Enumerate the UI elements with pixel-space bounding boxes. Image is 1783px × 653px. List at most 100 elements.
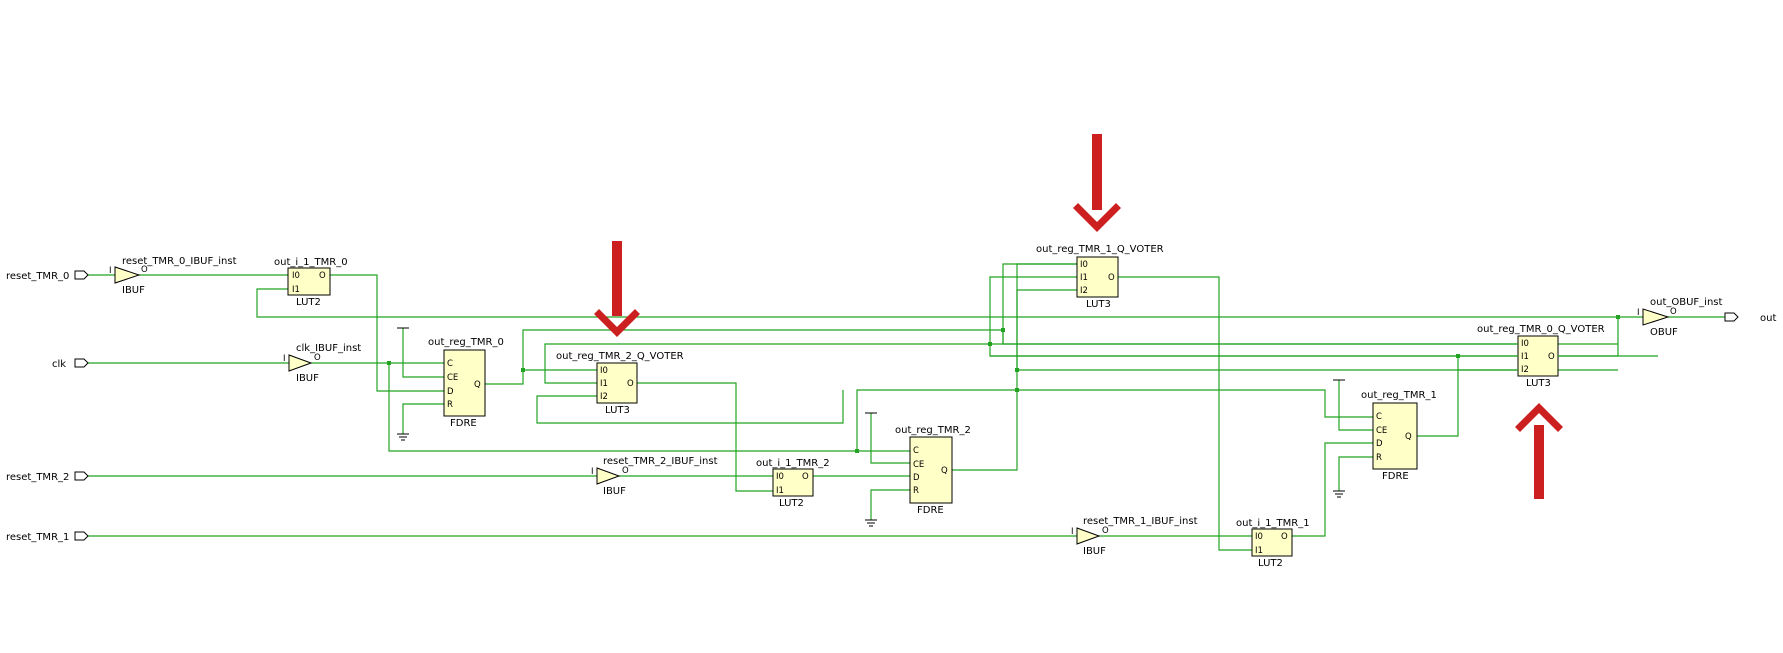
net-ff2-q[interactable] [952, 263, 1077, 471]
pin-label: I0 [1080, 260, 1088, 270]
net-voter0-o[interactable] [1617, 316, 1658, 357]
lut-body[interactable] [772, 468, 814, 497]
lut-out-i-1-tmr-1[interactable]: out_i_1_TMR_1 LUT2 I0 I1 O [1236, 518, 1310, 569]
net-voter1-o[interactable] [1118, 276, 1252, 551]
net-ff0-q[interactable] [485, 369, 597, 385]
pin-label: O [314, 353, 321, 363]
buffer-triangle-icon[interactable] [114, 266, 141, 284]
cell-type: LUT2 [1258, 558, 1283, 569]
net-voter2-i1[interactable] [544, 343, 1003, 384]
arrow-down-icon [1073, 203, 1121, 232]
junction-dot [1616, 315, 1620, 319]
junction-dot [1001, 328, 1005, 332]
pin-label: CE [1376, 426, 1387, 436]
gnd-tie-ff2 [865, 519, 877, 527]
input-port-icon[interactable] [74, 270, 89, 280]
pin-label: R [447, 400, 453, 410]
pin-label: O [622, 466, 629, 476]
net-voter1-i2[interactable] [1016, 289, 1077, 370]
output-port-icon[interactable] [1724, 312, 1739, 322]
lut-out-i-1-tmr-2[interactable]: out_i_1_TMR_2 LUT2 I0 I1 O [756, 458, 830, 509]
pin-label: O [1670, 307, 1677, 317]
arrow-shaft [612, 241, 622, 316]
buffer-clk-ibuf[interactable]: clk_IBUF_inst IBUF I O [283, 343, 361, 384]
net-clk-to-ff1[interactable] [856, 389, 1373, 451]
pin-label: O [1281, 532, 1288, 542]
net-ff1-r[interactable] [1338, 456, 1373, 491]
net-voter2-i2[interactable] [536, 390, 844, 424]
pin-label: I0 [292, 271, 300, 281]
input-port-icon[interactable] [74, 471, 89, 481]
buffer-reset-tmr-1-ibuf[interactable]: reset_TMR_1_IBUF_inst IBUF I O [1071, 516, 1198, 557]
cell-name: out_reg_TMR_1 [1361, 390, 1437, 401]
buffer-reset-tmr-0-ibuf[interactable]: reset_TMR_0_IBUF_inst IBUF I O [109, 256, 237, 296]
pin-label: O [627, 379, 634, 389]
buffer-triangle-icon[interactable] [288, 354, 313, 372]
pin-label: I1 [1255, 546, 1263, 556]
flop-body[interactable] [443, 349, 486, 417]
pin-label: I1 [776, 486, 784, 496]
junction-dot [1015, 368, 1019, 372]
lut-body[interactable] [1076, 256, 1119, 298]
input-port-icon[interactable] [74, 531, 89, 541]
port-reset-tmr-2[interactable]: reset_TMR_2 [6, 471, 89, 483]
lut-voter-tmr-1[interactable]: out_reg_TMR_1_Q_VOTER LUT3 I0 I1 I2 O [1036, 244, 1164, 310]
arrow-up-icon [1515, 403, 1563, 432]
flop-out-reg-tmr-2[interactable]: out_reg_TMR_2 FDRE C CE D R Q [895, 425, 971, 516]
net-ff2-r[interactable] [870, 489, 910, 520]
lut-body[interactable] [1517, 335, 1559, 377]
net-voter1-i0[interactable] [1002, 263, 1077, 344]
cell-type: LUT2 [296, 297, 321, 308]
lut-body[interactable] [287, 267, 331, 296]
net-out-i-1-tmr-1[interactable] [1292, 442, 1373, 537]
pin-label: I [1637, 308, 1640, 318]
lut-out-i-1-tmr-0[interactable]: out_i_1_TMR_0 LUT2 I0 I1 O [274, 257, 348, 308]
cell-type: IBUF [603, 486, 626, 497]
port-reset-tmr-1[interactable]: reset_TMR_1 [6, 531, 89, 543]
pin-label: O [319, 271, 326, 281]
cell-type: LUT3 [1086, 299, 1111, 310]
net-ff1-ce[interactable] [1338, 380, 1373, 431]
buffer-reset-tmr-2-ibuf[interactable]: reset_TMR_2_IBUF_inst IBUF I O [591, 456, 718, 497]
net-ff0-r[interactable] [402, 403, 444, 434]
net-ff0-q-bus[interactable] [522, 329, 1618, 370]
cell-name: out_OBUF_inst [1650, 297, 1723, 308]
constant-ties [397, 327, 1345, 527]
pin-label: I [591, 467, 594, 477]
pin-label: I [1071, 527, 1074, 537]
cell-type: OBUF [1650, 327, 1678, 338]
buffer-triangle-icon[interactable] [596, 467, 621, 485]
cell-name: out_i_1_TMR_1 [1236, 518, 1310, 529]
junction-dot [1015, 388, 1019, 392]
input-port-icon[interactable] [74, 358, 89, 368]
net-ff2-ce[interactable] [870, 413, 910, 464]
port-reset-tmr-0[interactable]: reset_TMR_0 [6, 270, 89, 282]
flop-out-reg-tmr-1[interactable]: out_reg_TMR_1 FDRE C CE D R Q [1361, 390, 1437, 482]
port-label: reset_TMR_1 [6, 532, 69, 543]
flop-out-reg-tmr-0[interactable]: out_reg_TMR_0 FDRE C CE D R Q [428, 337, 504, 429]
lut-body[interactable] [596, 362, 638, 404]
cell-type: LUT3 [1526, 378, 1551, 389]
net-ff0-ce[interactable] [402, 328, 444, 378]
flop-body[interactable] [1372, 402, 1418, 470]
annotation-arrow-voter-tmr-2 [594, 241, 640, 337]
net-ff1-q[interactable] [1417, 356, 1459, 437]
pin-label: I0 [776, 472, 784, 482]
lut-voter-tmr-2[interactable]: out_reg_TMR_2_Q_VOTER LUT3 I0 I1 I2 O [556, 351, 684, 416]
net-lut-tmr-0-i1[interactable] [256, 288, 1618, 318]
lut-voter-tmr-0[interactable]: out_reg_TMR_0_Q_VOTER LUT3 I0 I1 I2 O [1477, 324, 1605, 389]
buffer-out-obuf[interactable]: out_OBUF_inst OBUF I O [1637, 297, 1723, 338]
cell-name: out_reg_TMR_0 [428, 337, 504, 348]
port-clk[interactable]: clk [52, 358, 89, 370]
pin-label: C [913, 446, 919, 456]
pin-label: Q [474, 380, 481, 390]
flop-body[interactable] [909, 436, 953, 504]
port-out[interactable]: out [1724, 312, 1776, 324]
net-voter2-o[interactable] [637, 382, 773, 492]
buffer-triangle-icon[interactable] [1642, 308, 1670, 326]
net-out-i-1-tmr-0[interactable] [330, 274, 444, 392]
junction-dot [521, 368, 525, 372]
pin-label: I0 [600, 366, 608, 376]
lut-body[interactable] [1251, 528, 1293, 557]
buffer-triangle-icon[interactable] [1076, 527, 1101, 545]
